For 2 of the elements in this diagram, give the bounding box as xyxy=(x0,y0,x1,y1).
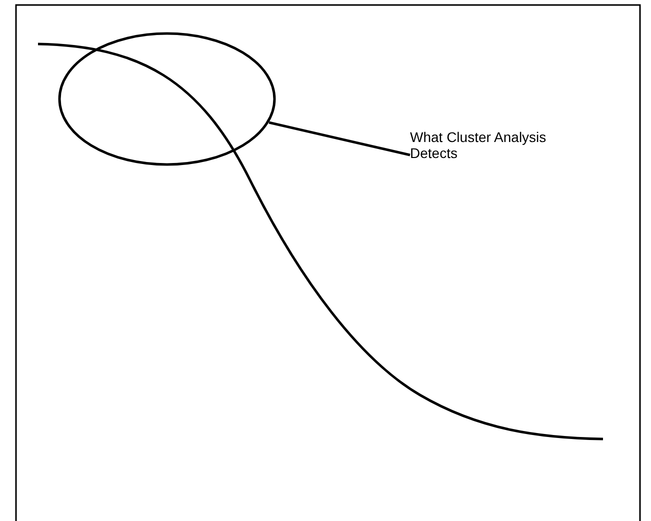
leader-line xyxy=(268,121,410,156)
callout-text: What Cluster Analysis Detects xyxy=(410,129,548,161)
